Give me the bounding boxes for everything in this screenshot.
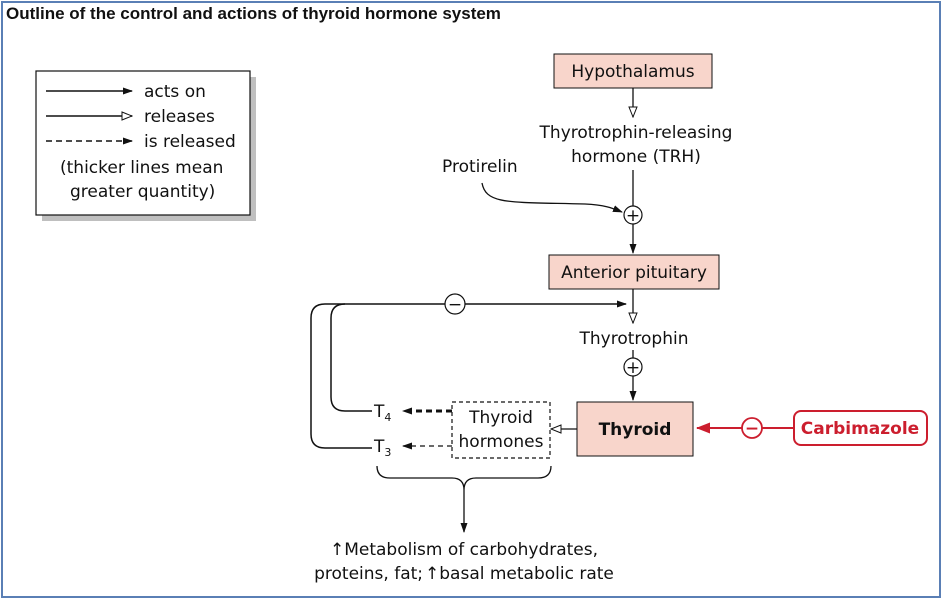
protirelin-arrow (481, 182, 623, 213)
t3-label: T3 (373, 437, 391, 459)
plus-sign-trh-text: + (626, 206, 640, 226)
carbimazole-label: Carbimazole (801, 419, 919, 439)
thyroid-hormones-label-line1: Thyroid (468, 408, 533, 428)
thyroid-hormones-box (451, 401, 551, 459)
minus-sign-feedback-text: − (448, 295, 462, 315)
protirelin-label: Protirelin (442, 157, 518, 177)
trh-label-line2: hormone (TRH) (571, 147, 701, 167)
legend-releases: releases (144, 107, 215, 127)
effects-label-line1: ↑Metabolism of carbohydrates, (330, 540, 598, 560)
thyroid-label: Thyroid (599, 420, 672, 440)
legend-note-line2: greater quantity) (70, 182, 215, 202)
thyroid-box (576, 401, 694, 457)
legend: acts on releases is released (thicker li… (35, 70, 256, 221)
legend-note-line1: (thicker lines mean (60, 158, 223, 178)
t4-feedback-loop (330, 300, 627, 412)
anterior-pituitary-label: Anterior pituitary (561, 263, 707, 283)
thyroid-hormones-label-line2: hormones (459, 432, 544, 452)
effects-label-line2: proteins, fat;↑basal metabolic rate (314, 564, 614, 584)
legend-acts-on: acts on (144, 82, 206, 102)
minus-sign-carbimazole-text: − (745, 419, 759, 439)
plus-sign-thyrotrophin-text: + (626, 358, 640, 378)
t3-feedback-loop (310, 303, 372, 449)
figure-title: Outline of the control and actions of th… (6, 4, 501, 23)
effects-brace (376, 465, 552, 491)
hypothalamus-label: Hypothalamus (571, 62, 694, 82)
trh-label-line1: Thyrotrophin-releasing (539, 123, 733, 143)
legend-box (35, 70, 251, 216)
minus-sign-feedback (444, 293, 466, 315)
legend-is-released: is released (144, 132, 236, 152)
t4-label: T4 (373, 402, 391, 424)
hypothalamus-box (553, 53, 713, 89)
anterior-pituitary-box (548, 254, 720, 290)
thyrotrophin-label: Thyrotrophin (579, 329, 689, 349)
